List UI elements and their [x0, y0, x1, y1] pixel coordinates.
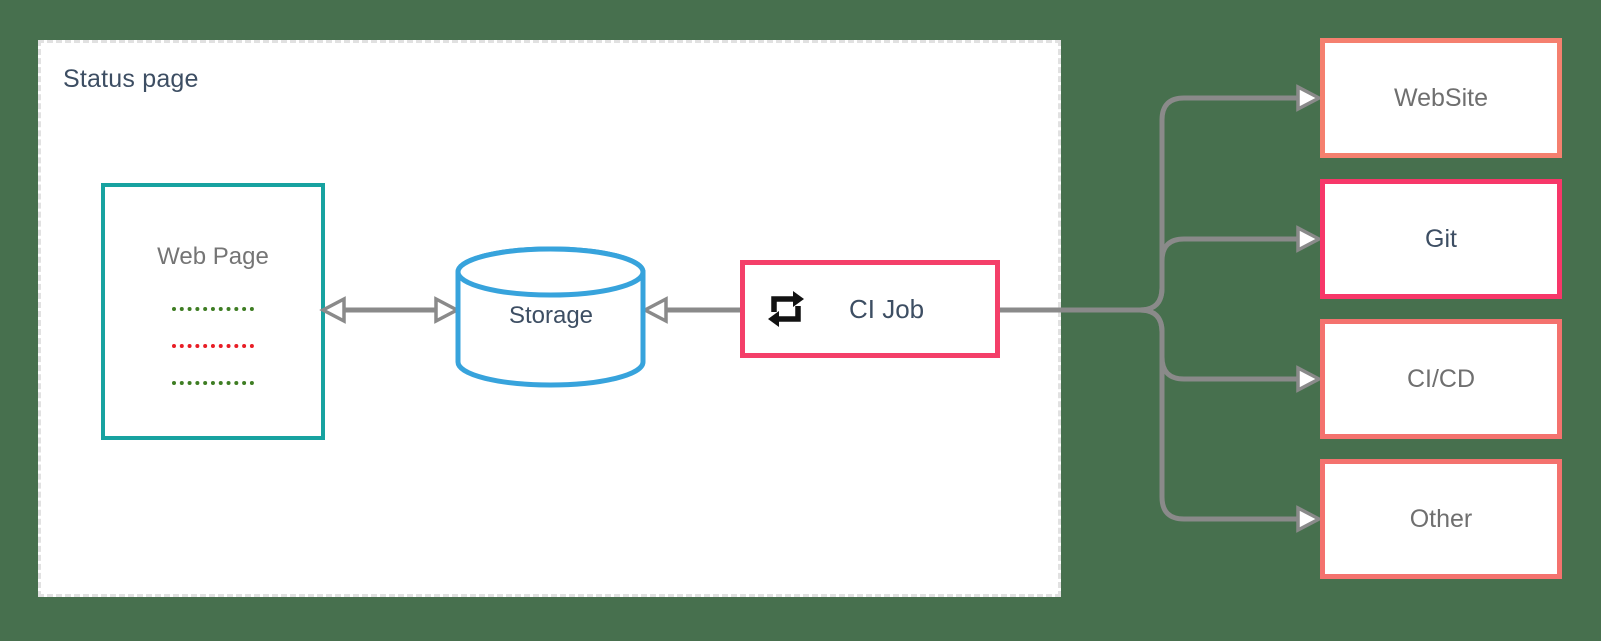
branch-cijob-git — [1139, 236, 1299, 313]
status-line-ok-2 — [172, 381, 254, 385]
arrowhead-into-other — [1296, 505, 1323, 533]
target-box-git: Git — [1320, 179, 1562, 299]
target-box-website: WebSite — [1320, 38, 1562, 158]
status-line-error — [172, 344, 254, 348]
branch-cijob-other — [1139, 307, 1299, 522]
status-line-ok-1 — [172, 307, 254, 311]
ci-job-node: CI Job — [740, 260, 1000, 358]
arrowhead-into-git — [1296, 225, 1323, 253]
repeat-icon — [768, 291, 804, 327]
storage-label: Storage — [508, 302, 594, 329]
arrowhead-into-cicd — [1296, 365, 1323, 393]
page-title: Status page — [63, 65, 199, 93]
arrowhead-into-website — [1296, 84, 1323, 112]
target-box-cicd: CI/CD — [1320, 319, 1562, 439]
web-page-node: Web Page — [101, 183, 325, 440]
web-page-label: Web Page — [157, 243, 269, 270]
target-box-other: Other — [1320, 459, 1562, 579]
ci-job-label: CI Job — [849, 293, 925, 324]
branch-cijob-cicd — [1139, 307, 1299, 382]
